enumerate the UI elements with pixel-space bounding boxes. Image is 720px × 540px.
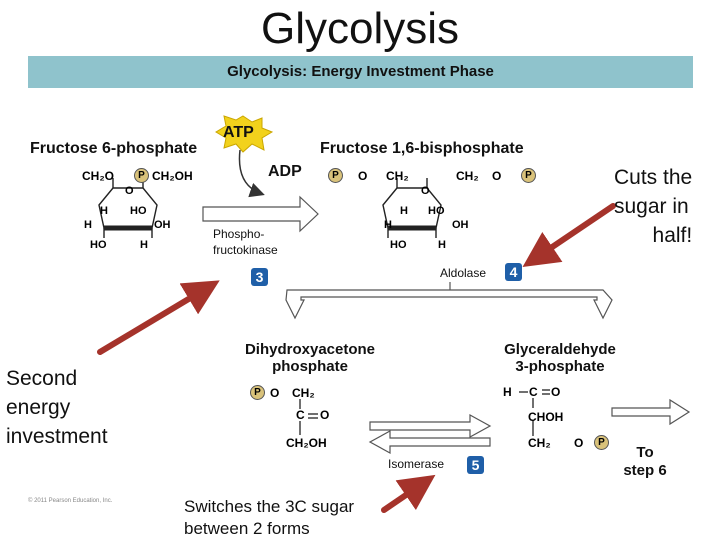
g3p-ch2: CH₂ bbox=[528, 436, 551, 450]
g3p-choh: CHOH bbox=[528, 410, 564, 424]
dhap-label-line2: phosphate bbox=[272, 358, 348, 375]
enzyme-phosphofructokinase: Phospho- fructokinase bbox=[213, 226, 278, 258]
cuts-line3: half! bbox=[652, 224, 693, 247]
cuts-line1: Cuts the bbox=[614, 166, 693, 189]
g3p-label: Glyceraldehyde 3-phosphate bbox=[480, 341, 640, 375]
to-step-line1: To bbox=[636, 444, 654, 461]
g3p-label-line2: 3-phosphate bbox=[515, 358, 605, 375]
second-line2: energy bbox=[6, 396, 71, 419]
dhap-label: Dihydroxyacetone phosphate bbox=[230, 341, 390, 375]
substrate-label: Fructose 6-phosphate bbox=[30, 140, 198, 157]
to-step-line2: step 6 bbox=[623, 462, 667, 479]
f6p-h-left: H bbox=[100, 205, 108, 217]
f16bp-h-mid: H bbox=[384, 219, 392, 231]
step-5-badge: 5 bbox=[467, 456, 484, 474]
product-label: Fructose 1,6-bisphosphate bbox=[320, 140, 524, 157]
f6p-structure: CH₂O P CH₂OH O H HO H OH HO H bbox=[80, 165, 200, 260]
atp-burst-shape bbox=[215, 115, 274, 153]
isomerase-arrow-left bbox=[368, 429, 491, 455]
second-line3: investment bbox=[6, 425, 108, 448]
cuts-sugar-annotation: Cuts the sugar in half! bbox=[614, 163, 692, 250]
dhap-label-line1: Dihydroxyacetone bbox=[244, 341, 376, 358]
dhap-bonds bbox=[299, 399, 318, 435]
cuts-line2: sugar in bbox=[614, 195, 689, 218]
reaction-arrow-step4 bbox=[285, 289, 613, 320]
enzyme-isomerase: Isomerase bbox=[388, 457, 445, 471]
g3p-o: O bbox=[574, 436, 584, 450]
enzyme-kinase-line2: fructokinase bbox=[213, 243, 278, 257]
f6p-ho-bottom: HO bbox=[90, 239, 107, 251]
f6p-ho-top: HO bbox=[130, 205, 147, 217]
to-step-6-arrow bbox=[611, 398, 691, 426]
dhap-c: C bbox=[296, 408, 305, 422]
f6p-h-bottom: H bbox=[140, 239, 148, 251]
f16bp-structure: P O CH₂ CH₂ O P O H HO H OH HO H bbox=[328, 165, 553, 260]
f16bp-ho-bottom: HO bbox=[390, 239, 407, 251]
f6p-phosphate: P bbox=[134, 168, 149, 183]
f16bp-phosphate-left: P bbox=[328, 168, 343, 183]
copyright-notice: © 2011 Pearson Education, Inc. bbox=[28, 498, 113, 504]
g3p-c: C bbox=[529, 385, 538, 399]
switches-line2: between 2 forms bbox=[184, 519, 310, 538]
f16bp-ring-o: O bbox=[421, 185, 430, 197]
f16bp-h-bottom: H bbox=[438, 239, 446, 251]
f6p-ring-o: O bbox=[125, 185, 134, 197]
dhap-ch2: CH₂ bbox=[292, 386, 315, 400]
figure-banner bbox=[28, 56, 693, 88]
step-3-badge: 3 bbox=[251, 268, 268, 286]
adp-label: ADP bbox=[268, 163, 302, 180]
isomerase-arrow-right bbox=[369, 413, 492, 439]
callout-arrow-switches bbox=[381, 474, 436, 513]
callout-arrow-second bbox=[97, 280, 220, 355]
g3p-h: H bbox=[503, 385, 512, 399]
f16bp-ring bbox=[382, 178, 442, 238]
f16bp-o-right: O bbox=[492, 169, 502, 183]
f16bp-ch2-right: CH₂ bbox=[456, 169, 479, 183]
f16bp-ho-top: HO bbox=[428, 205, 445, 217]
enzyme-kinase-line1: Phospho- bbox=[213, 227, 265, 241]
dhap-structure: P O CH₂ C O CH₂OH bbox=[248, 383, 368, 453]
switches-annotation: Switches the 3C sugar between 2 forms bbox=[184, 496, 354, 540]
to-step-6-label: To step 6 bbox=[612, 444, 678, 480]
page-title: Glycolysis bbox=[260, 4, 460, 53]
g3p-phosphate: P bbox=[594, 435, 609, 450]
f16bp-oh-right: OH bbox=[452, 219, 469, 231]
switches-line1: Switches the 3C sugar bbox=[184, 497, 355, 516]
second-investment-annotation: Second energy investment bbox=[6, 364, 108, 451]
figure-panel bbox=[28, 56, 693, 540]
f16bp-h-left: H bbox=[400, 205, 408, 217]
f16bp-phosphate-right: P bbox=[521, 168, 536, 183]
enzyme-aldolase: Aldolase bbox=[440, 266, 487, 280]
step-4-badge: 4 bbox=[505, 263, 522, 281]
f6p-ch2oh: CH₂OH bbox=[152, 169, 193, 183]
callout-arrow-cuts bbox=[522, 203, 616, 268]
f16bp-ch2-left: CH₂ bbox=[386, 169, 409, 183]
f6p-h-mid: H bbox=[84, 219, 92, 231]
atp-to-adp-arrow bbox=[238, 149, 265, 198]
g3p-o-double: O bbox=[551, 385, 561, 399]
dhap-o: O bbox=[270, 386, 280, 400]
f6p-ch2o: CH₂O bbox=[82, 169, 114, 183]
dhap-phosphate: P bbox=[250, 385, 265, 400]
atp-label: ATP bbox=[223, 124, 254, 141]
f6p-oh-right: OH bbox=[154, 219, 171, 231]
f16bp-o-left: O bbox=[358, 169, 368, 183]
g3p-structure: H C O CHOH CH₂ O P bbox=[500, 383, 612, 453]
g3p-bonds bbox=[519, 389, 550, 436]
second-line1: Second bbox=[6, 367, 78, 390]
dhap-ch2oh: CH₂OH bbox=[286, 436, 327, 450]
figure-banner-title: Glycolysis: Energy Investment Phase bbox=[227, 63, 494, 80]
dhap-o-double: O bbox=[320, 408, 330, 422]
g3p-label-line1: Glyceraldehyde bbox=[504, 341, 616, 358]
reaction-arrow-step3 bbox=[202, 195, 319, 233]
